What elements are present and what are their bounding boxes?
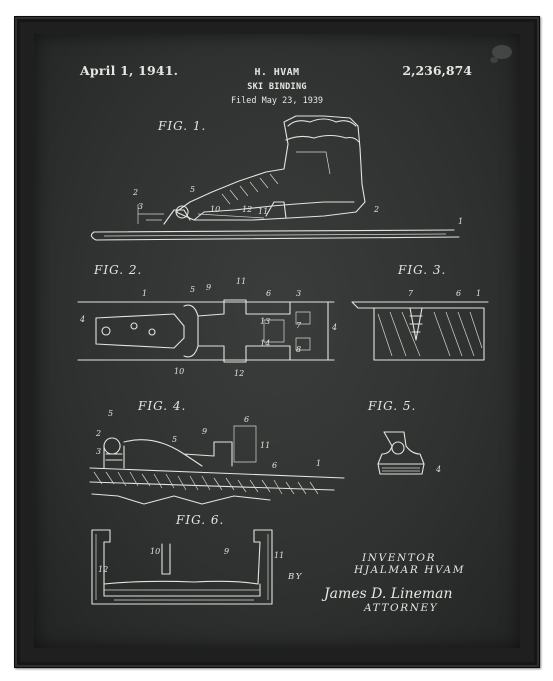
svg-text:2: 2 [132,188,138,197]
svg-text:6: 6 [272,461,277,470]
svg-text:6: 6 [456,289,461,298]
svg-text:9: 9 [206,283,211,292]
svg-text:4: 4 [331,323,337,332]
patent-number: 2,236,874 [402,63,472,78]
svg-text:1: 1 [476,289,481,298]
fig1-label: FIG. 1. [157,119,206,133]
patent-date: April 1, 1941. [80,63,179,78]
svg-text:11: 11 [260,441,270,450]
svg-text:4: 4 [79,315,85,324]
svg-text:6: 6 [266,289,271,298]
fig2-drawing: FIG. 2. 4 1 5 9 11 6 3 7 13 14 8 4 10 12 [78,263,337,378]
svg-text:10: 10 [174,367,184,376]
svg-text:6: 6 [244,415,249,424]
fig4-drawing: FIG. 4. 5 2 3 5 9 6 11 6 1 [90,399,344,504]
patent-inventor-short: H. HVAM [254,67,300,78]
svg-text:12: 12 [234,369,244,378]
patent-print: April 1, 1941. H. HVAM SKI BINDING Filed… [34,34,520,648]
attorney-signature: James D. Lineman [324,586,453,602]
fig5-drawing: FIG. 5. 4 [367,399,441,474]
svg-text:8: 8 [296,345,301,354]
fig4-label: FIG. 4. [137,399,186,413]
svg-text:5: 5 [190,185,195,194]
patent-title: SKI BINDING [247,82,307,92]
svg-text:12: 12 [242,205,252,214]
svg-text:1: 1 [142,289,147,298]
svg-text:11: 11 [258,207,268,216]
svg-text:2: 2 [95,429,101,438]
svg-text:9: 9 [202,427,207,436]
svg-text:3: 3 [296,289,301,298]
inventor-name: HJALMAR HVAM [354,564,466,576]
svg-text:4: 4 [435,465,441,474]
svg-text:3: 3 [138,202,143,211]
svg-text:1: 1 [458,217,463,226]
svg-text:5: 5 [172,435,177,444]
svg-text:3: 3 [96,447,101,456]
patent-filed-date: Filed May 23, 1939 [230,96,324,106]
fig1-drawing: FIG. 1. 2 3 5 10 12 11 2 1 [91,116,463,240]
svg-text:1: 1 [316,459,321,468]
fig3-drawing: FIG. 3. 7 6 1 [352,263,488,360]
fig2-label: FIG. 2. [93,263,142,277]
svg-text:11: 11 [274,551,284,560]
svg-text:9: 9 [224,547,229,556]
svg-text:13: 13 [260,317,270,326]
svg-text:10: 10 [150,547,160,556]
by-label: BY [288,572,303,582]
svg-text:2: 2 [373,205,379,214]
inventor-label: INVENTOR [362,552,437,564]
svg-text:5: 5 [108,409,113,418]
fig3-label: FIG. 3. [397,263,446,277]
attorney-label: ATTORNEY [364,602,439,614]
svg-text:7: 7 [408,289,414,298]
svg-text:11: 11 [236,277,246,286]
fig6-drawing: FIG. 6. 12 10 9 11 [92,513,284,604]
svg-text:7: 7 [296,321,302,330]
patent-drawings: FIG. 1. 2 3 5 10 12 11 2 1 FIG. 2. [34,45,512,648]
fig6-label: FIG. 6. [175,513,224,527]
svg-text:12: 12 [98,565,108,574]
svg-text:5: 5 [190,285,195,294]
svg-text:10: 10 [210,205,220,214]
svg-text:14: 14 [260,339,270,348]
fig5-label: FIG. 5. [367,399,416,413]
